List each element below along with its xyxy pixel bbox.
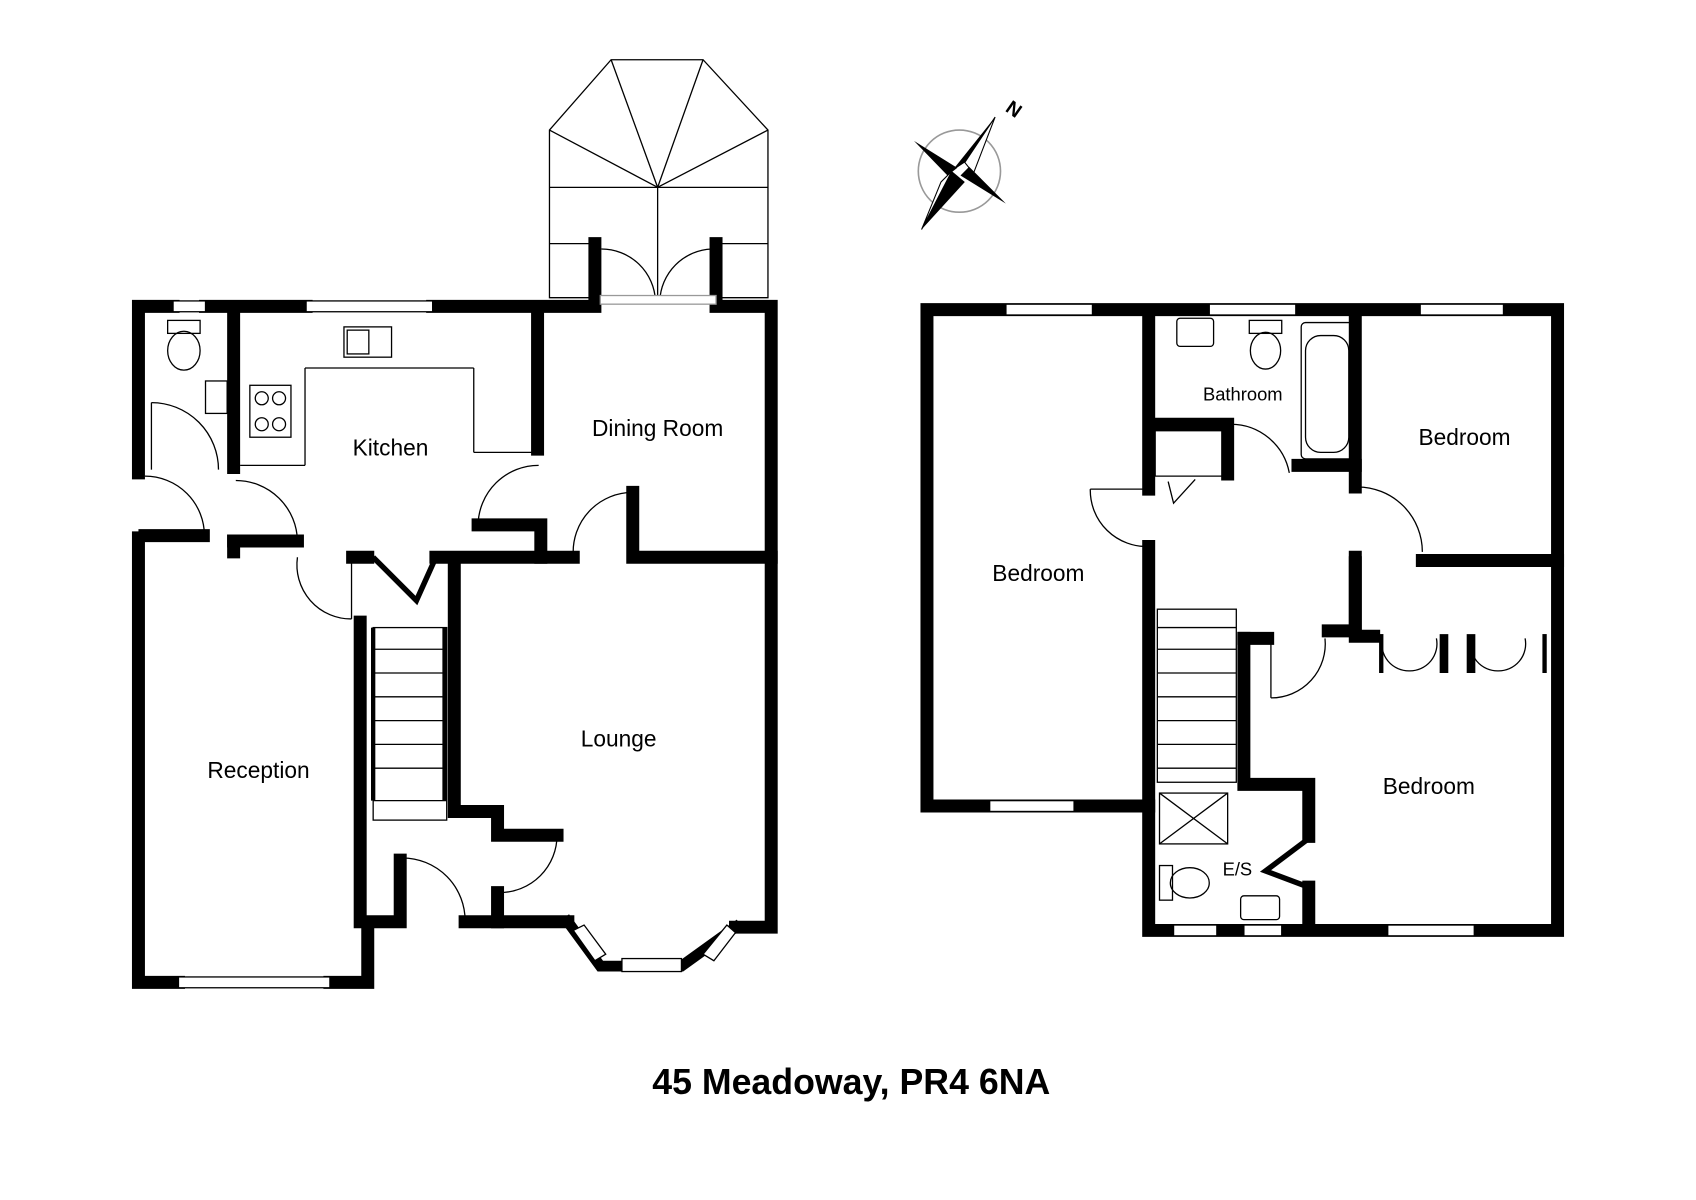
first-floor-walls [920, 303, 1565, 937]
plan-title: 45 Meadoway, PR4 6NA [652, 1062, 1050, 1102]
ground-floor-walls [131, 237, 778, 989]
room-label-bathroom: Bathroom [1203, 383, 1283, 404]
ground-floor-windows [172, 294, 717, 989]
conservatory [548, 59, 769, 301]
room-label-reception: Reception [207, 757, 309, 783]
compass-north-label: N [1001, 97, 1025, 123]
room-label-dining-room: Dining Room [592, 415, 723, 441]
room-label-bedroom-3: Bedroom [1383, 773, 1475, 799]
first-floor-doors [1089, 423, 1547, 890]
room-label-bedroom-2: Bedroom [1418, 424, 1510, 450]
first-floor-windows [989, 303, 1505, 937]
first-floor-stairs [1156, 608, 1237, 783]
room-label-en-suite: E/S [1223, 858, 1253, 879]
room-label-kitchen: Kitchen [353, 435, 429, 461]
first-floor-fixtures [1158, 317, 1354, 921]
ground-floor-fixtures [167, 319, 393, 438]
lounge-bay-window [560, 914, 744, 973]
ground-floor-stairs [371, 626, 448, 821]
compass-rose-icon: N [913, 97, 1026, 230]
room-label-bedroom-1: Bedroom [992, 560, 1084, 586]
room-label-lounge: Lounge [581, 726, 657, 752]
ground-floor-doors [144, 401, 634, 922]
